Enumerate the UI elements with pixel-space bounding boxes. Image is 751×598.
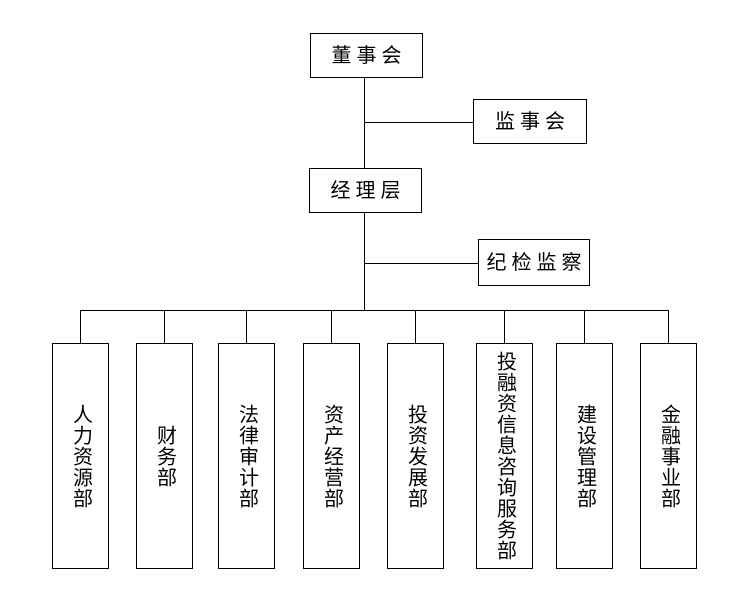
node-dept-investment-development: 投资发展部 bbox=[387, 343, 444, 569]
connector-drop-financial-business bbox=[668, 310, 669, 343]
node-dept-legal-audit: 法律审计部 bbox=[218, 343, 275, 569]
connector-drop-investment-development bbox=[415, 310, 416, 343]
connector-drop-construction-management bbox=[584, 310, 585, 343]
node-dept-asset-operations: 资产经营部 bbox=[303, 343, 360, 569]
node-dept-finance: 财务部 bbox=[136, 343, 193, 569]
connector-drop-finance bbox=[164, 310, 165, 343]
node-dept-hr: 人力资源部 bbox=[52, 343, 109, 569]
connector-branch-discipline bbox=[364, 263, 478, 264]
connector-drop-financing-info-consulting bbox=[504, 310, 505, 343]
connector-drop-legal-audit bbox=[246, 310, 247, 343]
connector-branch-supervisory bbox=[364, 122, 473, 123]
node-dept-construction-management: 建设管理部 bbox=[556, 343, 613, 569]
node-supervisory-board: 监事会 bbox=[473, 99, 587, 144]
node-discipline-inspection: 纪检监察 bbox=[478, 239, 590, 286]
connector-drop-hr bbox=[80, 310, 81, 343]
node-management-layer: 经理层 bbox=[309, 168, 422, 213]
node-dept-financing-info-consulting: 投融资信息咨询服务部 bbox=[476, 343, 533, 569]
node-dept-financial-business: 金融事业部 bbox=[640, 343, 697, 569]
connector-board-to-management bbox=[364, 78, 365, 168]
node-board-of-directors: 董事会 bbox=[310, 33, 423, 78]
connector-distribution-line bbox=[80, 310, 669, 311]
connector-drop-asset-operations bbox=[331, 310, 332, 343]
connector-management-to-departments bbox=[364, 213, 365, 310]
